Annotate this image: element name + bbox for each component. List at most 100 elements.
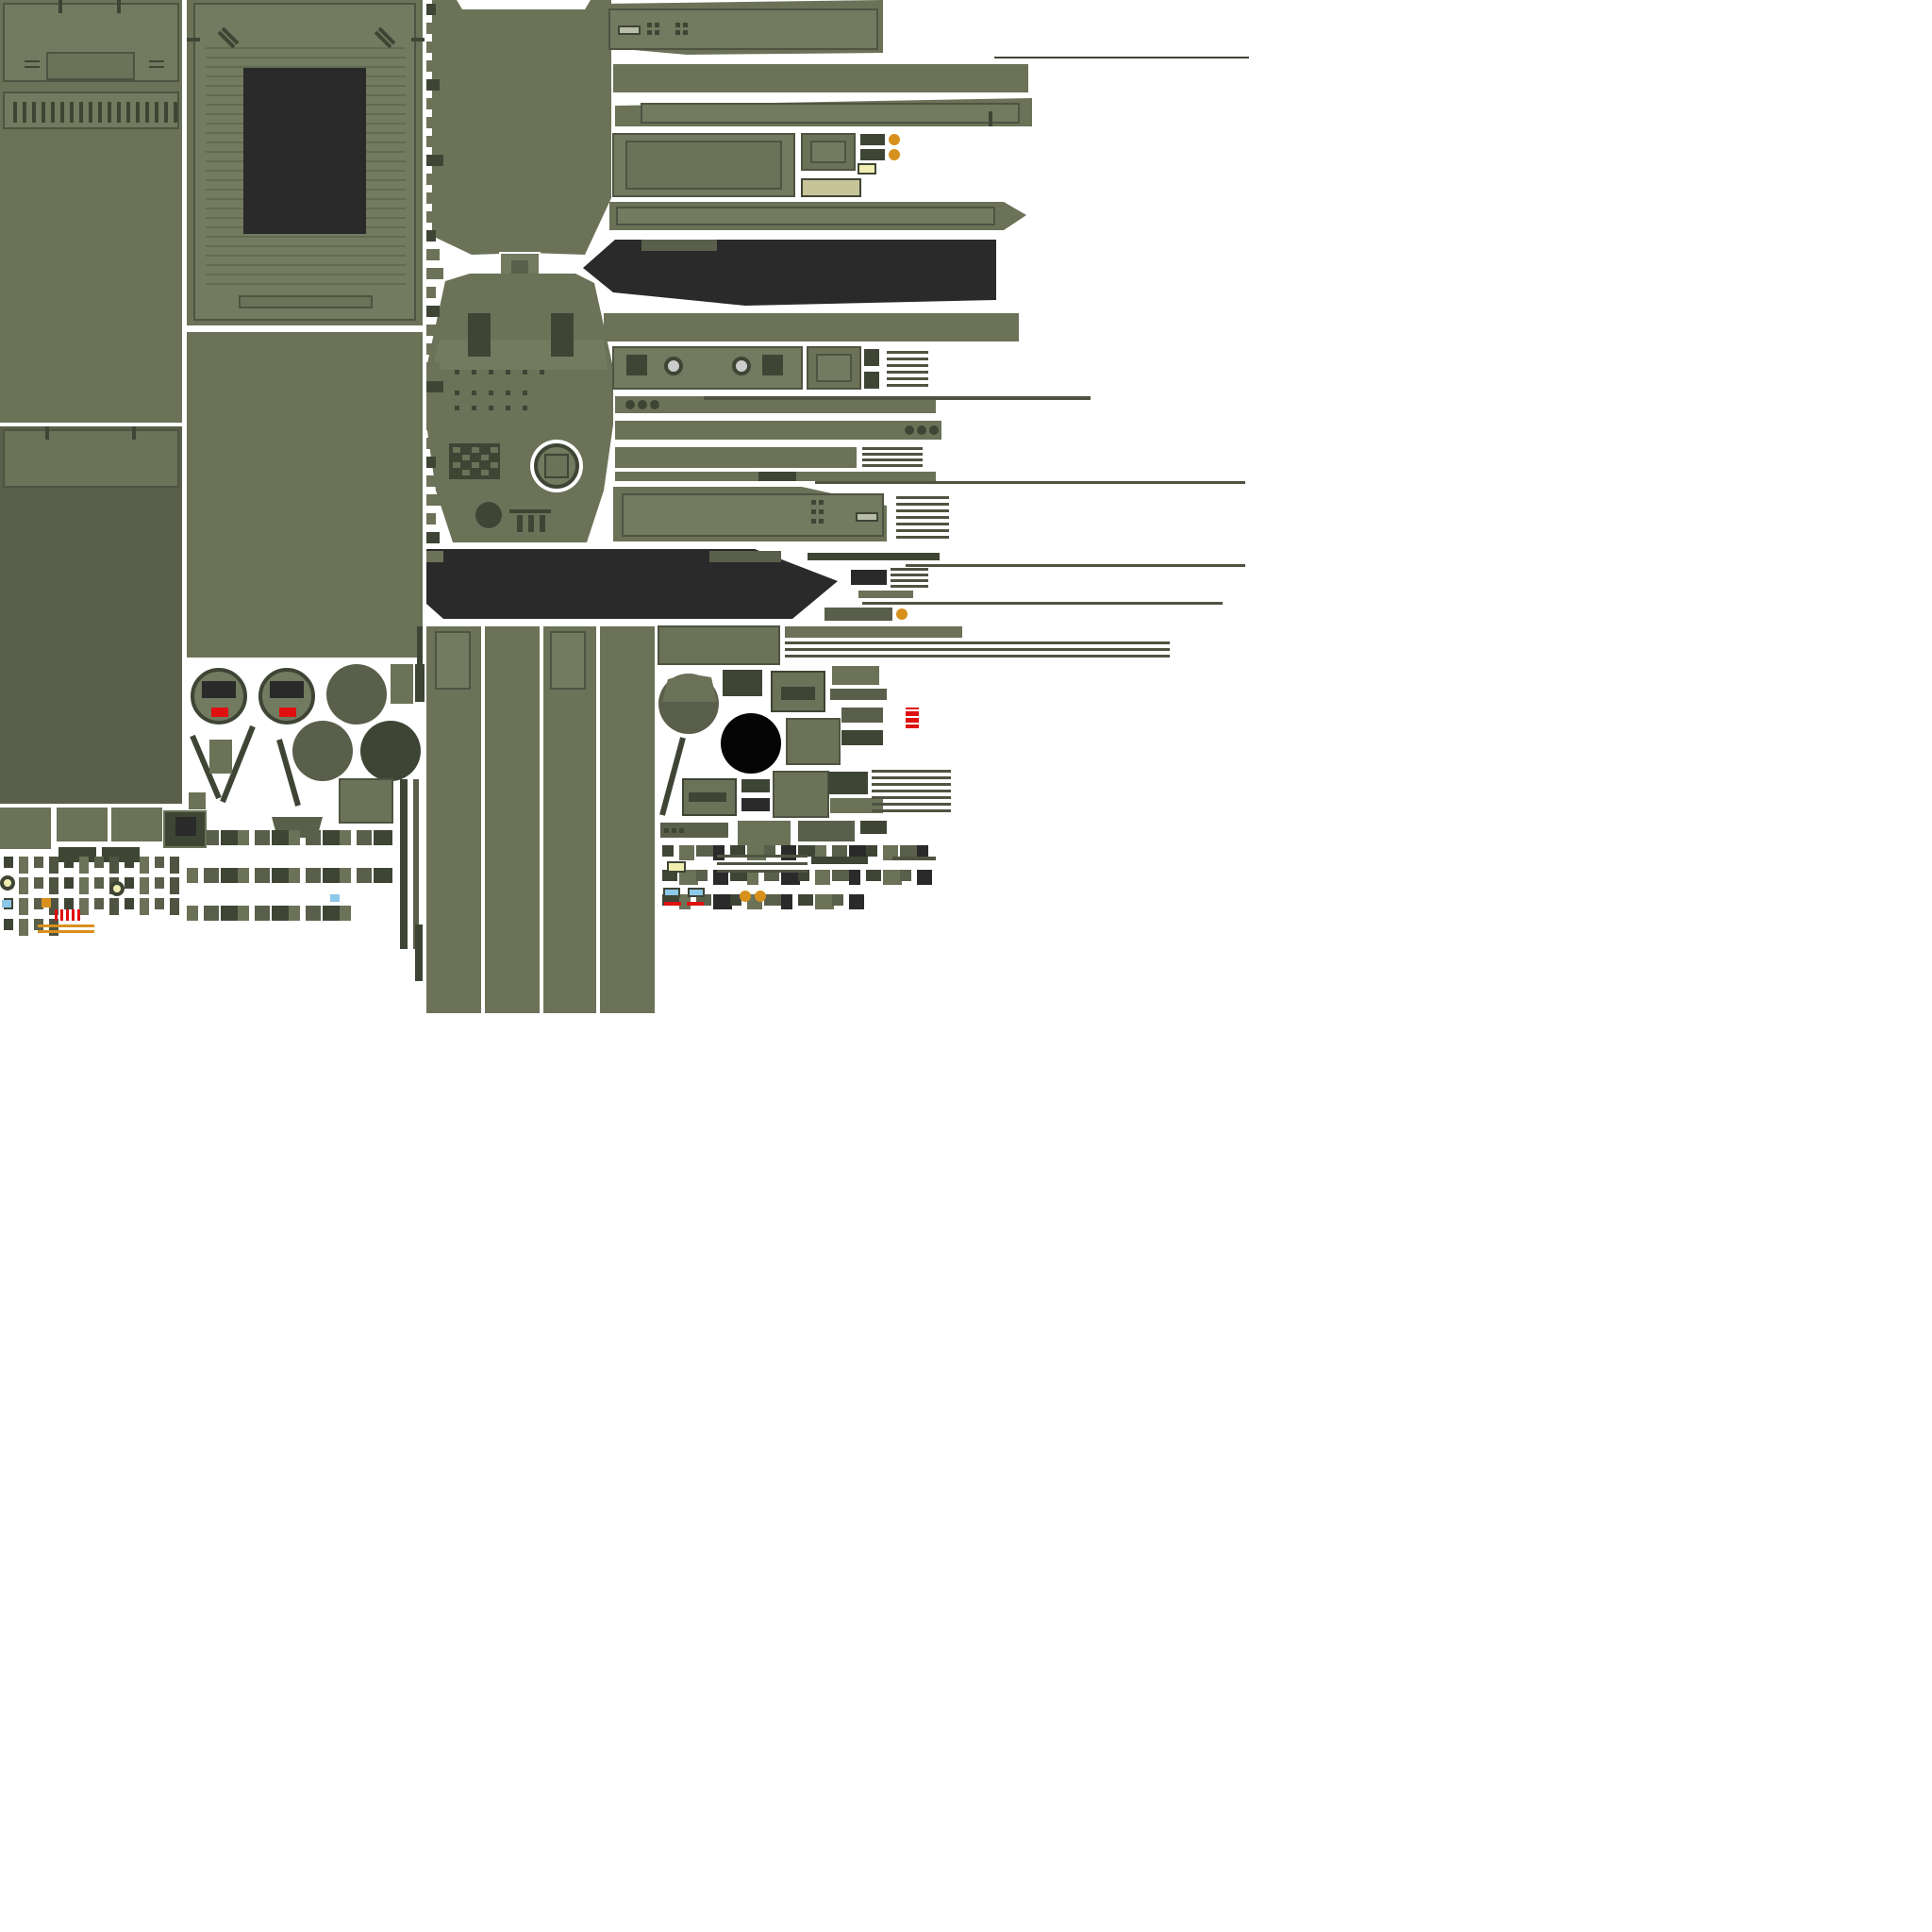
- stripe: [872, 790, 951, 792]
- rivet-icon: [655, 23, 659, 27]
- rivet-icon: [489, 406, 493, 410]
- stripe: [206, 264, 406, 266]
- component: [272, 906, 291, 921]
- shapes: [0, 0, 1249, 1013]
- fuselage-top: [432, 0, 611, 255]
- fuel-cap-icon: [475, 502, 502, 528]
- strip-top: [435, 631, 471, 690]
- fragment: [426, 230, 436, 242]
- rivet-icon: [472, 406, 476, 410]
- chip: [860, 134, 885, 145]
- hatch-top: [662, 674, 717, 702]
- stripe: [206, 66, 406, 68]
- vent-grille-icon: [60, 102, 64, 123]
- rivet-icon: [506, 406, 510, 410]
- round-hatch-icon: [360, 721, 421, 781]
- stripe: [862, 453, 923, 456]
- rivet-icon: [811, 519, 816, 524]
- component: [832, 894, 843, 906]
- grille-inner: [810, 141, 846, 163]
- clip: [187, 38, 200, 42]
- component: [187, 906, 198, 921]
- long-line: [906, 564, 1245, 567]
- component: [64, 857, 74, 868]
- clip: [411, 38, 425, 42]
- checker: [491, 462, 498, 468]
- vent-block: [468, 313, 491, 357]
- component: [781, 870, 800, 885]
- component: [34, 857, 43, 868]
- chip: [851, 570, 887, 585]
- block: [830, 689, 887, 700]
- fragment: [426, 136, 440, 147]
- strip-top: [550, 631, 586, 690]
- belly-inset: [709, 551, 781, 562]
- stripe: [887, 351, 928, 354]
- warning-light-icon: [896, 608, 908, 620]
- block: [798, 821, 855, 841]
- stripe: [887, 371, 928, 374]
- fragment: [426, 98, 443, 109]
- component: [238, 868, 249, 883]
- rivet-icon: [506, 391, 510, 395]
- long-line: [815, 481, 1245, 484]
- component: [374, 868, 392, 883]
- component: [140, 898, 149, 915]
- stripe: [887, 384, 928, 387]
- component: [917, 870, 932, 885]
- fragment: [426, 362, 440, 374]
- component: [221, 868, 240, 883]
- block: [741, 779, 770, 792]
- fragment: [426, 174, 436, 185]
- rivet-icon: [540, 370, 544, 375]
- component: [323, 868, 341, 883]
- stripe: [206, 274, 406, 275]
- component: [238, 906, 249, 921]
- component: [730, 894, 741, 906]
- stripe: [896, 509, 949, 512]
- warning-light-icon: [755, 891, 766, 902]
- rivet-icon: [647, 30, 652, 35]
- gauge-dial-icon: [664, 357, 683, 375]
- component: [125, 857, 134, 868]
- checker: [481, 470, 489, 475]
- component: [781, 894, 792, 909]
- strip-3-inner: [641, 103, 1020, 124]
- block: [841, 730, 883, 745]
- component: [679, 870, 698, 885]
- rail: [400, 779, 408, 949]
- rivet-icon: [455, 406, 459, 410]
- vent-block: [626, 355, 647, 375]
- rivet-icon: [523, 406, 527, 410]
- stripe: [906, 723, 919, 724]
- component: [289, 830, 300, 845]
- strip-2-tip: [981, 64, 1028, 92]
- round-hatch-icon: [326, 664, 387, 724]
- tall-strip-2: [485, 626, 540, 1013]
- warning-light-icon: [889, 134, 900, 145]
- component: [849, 870, 860, 885]
- fragment: [426, 192, 440, 204]
- indicator: [688, 888, 705, 897]
- side-panel-lower: [0, 426, 182, 804]
- rivet-icon: [472, 391, 476, 395]
- strut: [276, 739, 301, 807]
- component: [19, 857, 28, 874]
- vent-grille-icon: [13, 102, 17, 123]
- stripe: [896, 523, 949, 525]
- rivet-icon: [917, 425, 926, 435]
- tab: [132, 426, 136, 440]
- stripe: [872, 783, 951, 786]
- block: [741, 798, 770, 811]
- rivet-icon: [472, 370, 476, 375]
- component: [49, 898, 58, 915]
- stripe: [887, 364, 928, 367]
- component: [730, 845, 745, 857]
- block: [0, 808, 51, 849]
- lamp: [109, 881, 125, 896]
- rivet-icon: [683, 30, 688, 35]
- block: [391, 664, 413, 704]
- vent-grille-icon: [108, 102, 111, 123]
- fragment: [426, 306, 440, 317]
- strip-1-inner: [608, 8, 878, 50]
